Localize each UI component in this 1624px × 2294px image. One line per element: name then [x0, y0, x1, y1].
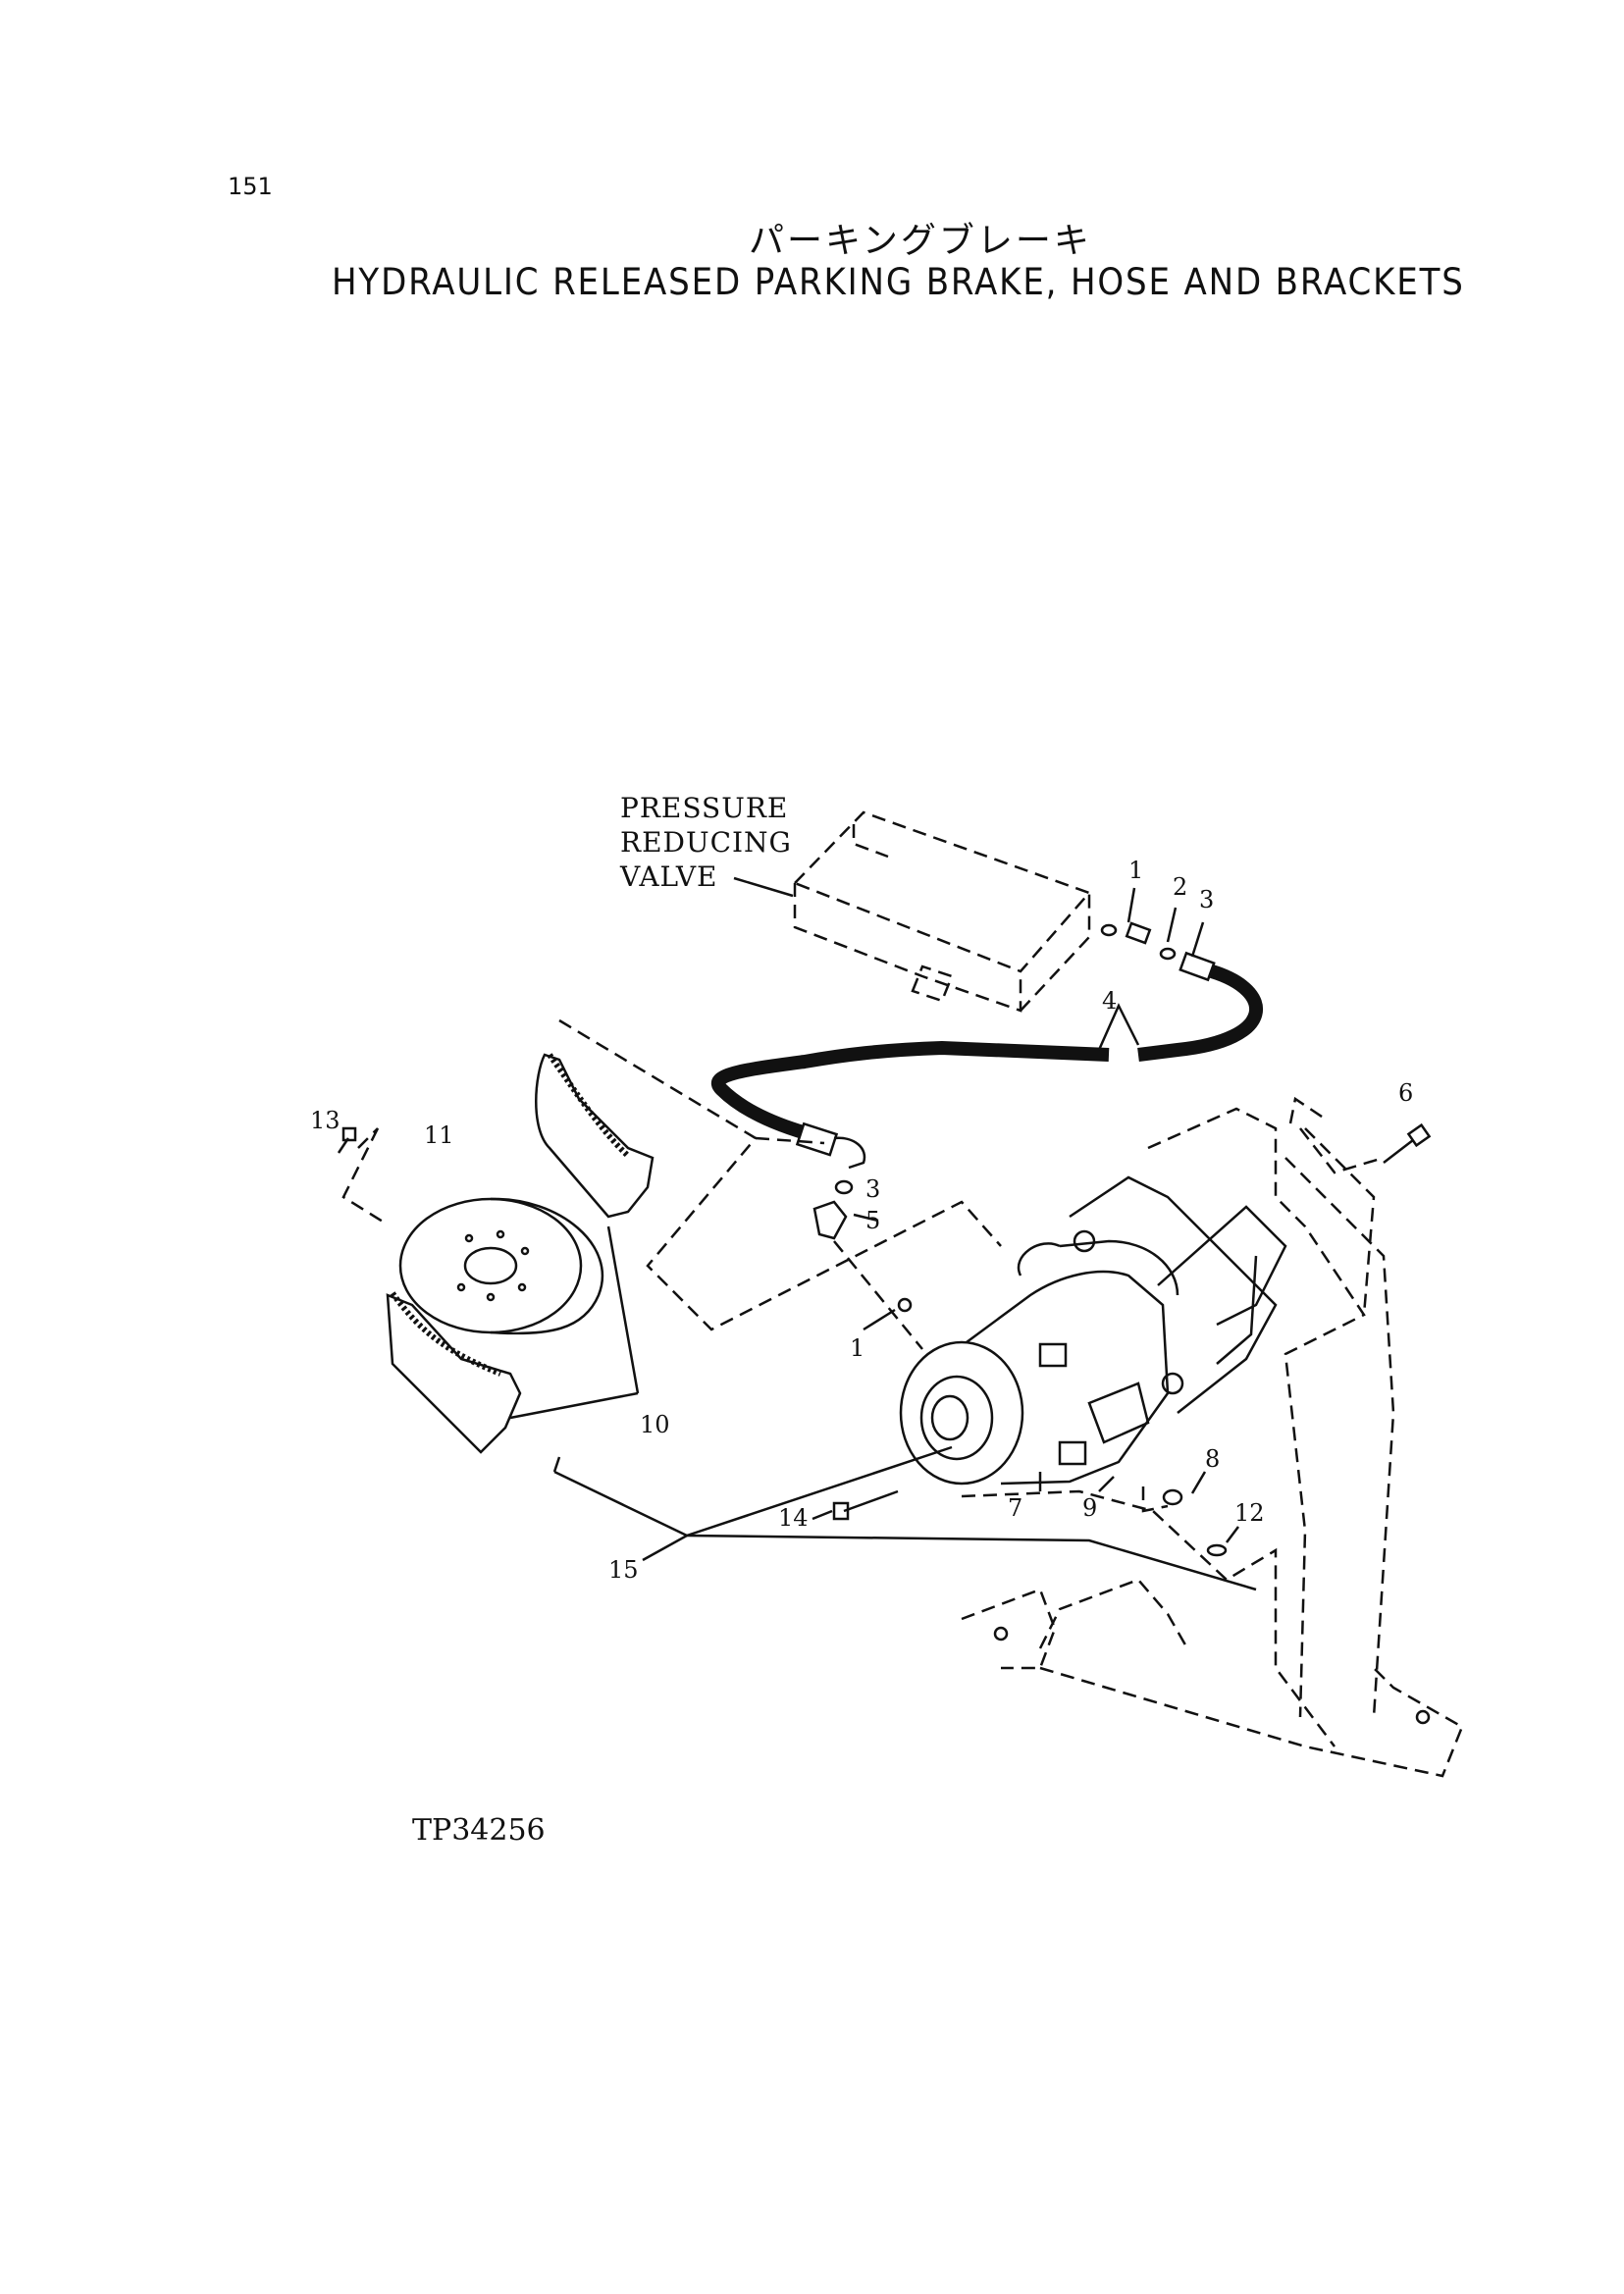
callout-10: 10 — [640, 1411, 670, 1438]
valve-label: PRESSURE REDUCING VALVE — [619, 792, 794, 898]
brake-pad-lower — [386, 1291, 522, 1454]
title-japanese: パーキングブレーキ — [749, 221, 1092, 261]
mid-fittings — [812, 1179, 923, 1350]
callout-3-mid: 3 — [865, 1175, 880, 1203]
brake-housing — [899, 1175, 1287, 1486]
callout-2: 2 — [1173, 873, 1187, 901]
top-fittings — [1100, 887, 1216, 982]
brake-pad-upper — [535, 1053, 655, 1219]
hydraulic-hose — [710, 965, 1263, 1170]
page-number: 151 — [228, 173, 273, 200]
callout-8: 8 — [1205, 1445, 1220, 1473]
valve-label-line-1: PRESSURE — [620, 792, 788, 824]
callout-1-top: 1 — [1128, 857, 1143, 884]
callout-4: 4 — [1102, 987, 1117, 1015]
callout-13: 13 — [310, 1107, 341, 1134]
callout-14: 14 — [778, 1504, 809, 1532]
mounting-bracket — [961, 1096, 1464, 1778]
valve-label-line-3: VALVE — [619, 860, 717, 893]
callout-6: 6 — [1398, 1079, 1413, 1107]
hardware — [337, 1122, 1432, 1557]
leader-lines — [552, 1445, 1257, 1591]
assembly-phantom-lines — [341, 1018, 1002, 1420]
title-english: HYDRAULIC RELEASED PARKING BRAKE, HOSE A… — [332, 261, 1465, 303]
callout-3-top: 3 — [1199, 886, 1214, 913]
callout-5: 5 — [865, 1207, 880, 1234]
part-callouts: 1 2 3 4 3 5 6 1 7 8 9 10 11 12 13 14 15 — [310, 857, 1413, 1584]
figure-id: TP34256 — [412, 1813, 546, 1848]
callout-12: 12 — [1234, 1499, 1265, 1527]
callout-1-mid: 1 — [850, 1334, 864, 1362]
pressure-reducing-valve — [792, 810, 1092, 1013]
callout-11: 11 — [424, 1121, 454, 1149]
brake-disc — [398, 1197, 604, 1335]
valve-label-line-2: REDUCING — [620, 826, 792, 859]
callout-9: 9 — [1082, 1494, 1097, 1522]
callout-7: 7 — [1008, 1494, 1022, 1522]
callout-15: 15 — [608, 1556, 639, 1584]
